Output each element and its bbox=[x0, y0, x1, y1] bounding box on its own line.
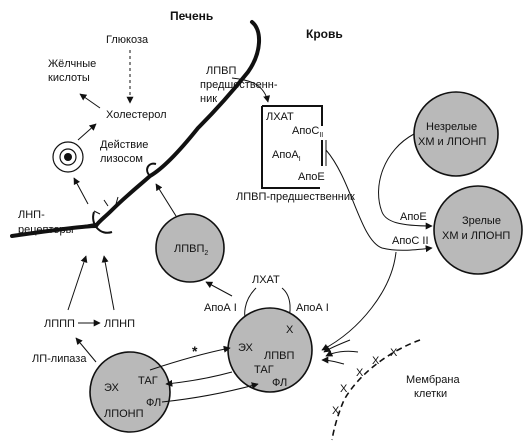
membrane-efflux-arrow-1 bbox=[323, 339, 351, 353]
membrane-efflux-arrow-2 bbox=[325, 350, 359, 357]
hdl-name-label: ЛПВП bbox=[264, 350, 294, 362]
blood-header: Кровь bbox=[306, 27, 343, 41]
liver-header: Печень bbox=[170, 9, 213, 23]
apoc2-transfer-label: АпоС II bbox=[392, 235, 429, 247]
apoe-transfer-label: АпоЕ bbox=[400, 211, 427, 223]
mature-label-line1: Зрелые bbox=[462, 215, 501, 227]
asterisk-mark: * bbox=[192, 343, 198, 359]
immature-label-line2: ХМ и ЛПОНП bbox=[418, 136, 486, 148]
lppp-label: ЛППП bbox=[44, 318, 75, 330]
vldl-to-hdl-ec-arrow bbox=[149, 345, 231, 371]
mature-cm-vldl-particle bbox=[433, 185, 523, 275]
receptor-marks bbox=[93, 196, 119, 215]
vldl-to-hdl-fl-arrow bbox=[161, 382, 259, 403]
vldl-to-lppp-arrow bbox=[75, 337, 97, 363]
hdl-receptor-pit bbox=[146, 162, 157, 177]
mature-to-hdl-arrow bbox=[321, 251, 397, 351]
cholesterol-label: Холестерол bbox=[106, 109, 167, 121]
immature-to-mature-arrow bbox=[378, 133, 433, 230]
hdl-fl-label: ФЛ bbox=[272, 377, 287, 389]
membrane-x-4: Х bbox=[340, 383, 348, 395]
hdl-precursor-top-line2: предшественн- bbox=[200, 79, 278, 91]
cholesterol-to-bile-acids-arrow bbox=[79, 93, 101, 109]
hdl-tag-label: ТАГ bbox=[254, 364, 274, 376]
membrane-x-2: Х bbox=[372, 355, 380, 367]
ldl-to-receptor-arrow bbox=[101, 255, 115, 311]
apoa1-left-label: АпоА I bbox=[204, 302, 237, 314]
hdl-precursor-top-line1: ЛПВП bbox=[206, 65, 236, 77]
apoe-in-hdl-precursor: АпоЕ bbox=[298, 171, 325, 183]
lppp-to-receptor-arrow bbox=[67, 255, 88, 311]
ldl-receptors-label-line1: ЛНП- bbox=[18, 209, 45, 221]
hdl2-to-liver-arrow bbox=[155, 183, 177, 217]
lhat-top-label: ЛХАТ bbox=[252, 274, 280, 286]
bile-acids-label-line2: кислоты bbox=[48, 72, 90, 84]
hdl-precursor-caption: ЛПВП-предшественник bbox=[236, 191, 355, 203]
receptor-to-lysosome-arrow bbox=[73, 177, 89, 205]
liver-cell-boundary bbox=[10, 20, 261, 238]
lp-lipase-label: ЛП-липаза bbox=[32, 353, 87, 365]
lhat-in-hdl-precursor: ЛХАТ bbox=[266, 111, 294, 123]
immature-cm-vldl-particle bbox=[413, 91, 499, 177]
hdl-precursor-top-line3: ник bbox=[200, 93, 217, 105]
membrane-label-line1: Мембрана bbox=[406, 374, 460, 386]
membrane-efflux-arrow-3 bbox=[321, 356, 345, 365]
ldl-receptors-pointer bbox=[75, 222, 99, 228]
mature-label-line2: ХМ и ЛПОНП bbox=[442, 230, 510, 242]
apoc2-in-hdl-precursor: АпоСII bbox=[292, 125, 323, 139]
lysosome-action-label-line2: лизосом bbox=[100, 153, 143, 165]
ldl-receptor-pit bbox=[92, 211, 113, 234]
membrane-x-3: Х bbox=[356, 367, 364, 379]
hdl2-label: ЛПВП2 bbox=[174, 243, 208, 257]
vldl-ec-label: ЭХ bbox=[104, 382, 120, 394]
cell-membrane bbox=[331, 339, 421, 441]
vldl-fl-label: ФЛ bbox=[146, 397, 161, 409]
vldl-particle bbox=[89, 351, 171, 433]
bile-acids-label-line1: Жёлчные bbox=[48, 58, 96, 70]
hdl-to-hdl2-arrow bbox=[205, 281, 233, 297]
immature-label-line1: Незрелые bbox=[426, 121, 477, 133]
hdl-precursor-particle bbox=[261, 105, 327, 189]
ldl-receptors-label-line2: рецепторы bbox=[18, 224, 74, 236]
hdl-x-label: Х bbox=[286, 324, 294, 336]
vldl-name-label: ЛПОНП bbox=[104, 408, 144, 420]
apoc2-transfer-arrow bbox=[325, 149, 433, 253]
membrane-x-5: Х bbox=[332, 405, 340, 417]
membrane-x-1: Х bbox=[390, 347, 398, 359]
liver-to-hdl-precursor-arrow bbox=[231, 77, 271, 103]
apoa1-right-label: АпоА I bbox=[296, 302, 329, 314]
lysosome-action-label-line1: Действие bbox=[100, 139, 148, 151]
vldl-tag-label: ТАГ bbox=[138, 375, 158, 387]
membrane-label-line2: клетки bbox=[414, 388, 447, 400]
apoa1-in-hdl-precursor: АпоАI bbox=[272, 149, 301, 163]
hdl-ec-label: ЭХ bbox=[238, 342, 254, 354]
lysosome-to-cholesterol-arrow bbox=[77, 123, 97, 141]
hdl-to-vldl-tag-arrow bbox=[165, 371, 233, 387]
lysosome-icon bbox=[52, 141, 84, 173]
ldl-label: ЛПНП bbox=[104, 318, 135, 330]
glucose-label: Глюкоза bbox=[106, 34, 149, 46]
hdl2-particle bbox=[155, 213, 225, 283]
